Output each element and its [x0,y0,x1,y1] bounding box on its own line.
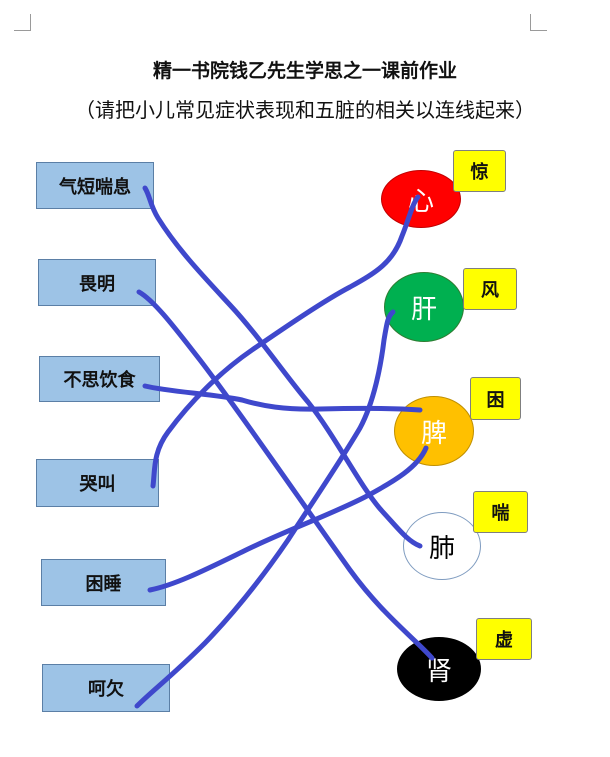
symptom-box-yawning[interactable]: 呵欠 [42,664,170,712]
page-corner-mark-right [530,14,547,31]
organ-label: 肾 [425,656,452,687]
symptom-box-shortness-of-breath[interactable]: 气短喘息 [36,162,154,209]
organ-circle-heart[interactable]: 心 [381,170,461,228]
organ-tag-spleen: 困 [470,377,521,420]
organ-tag-liver: 风 [463,268,517,310]
symptom-label: 不思饮食 [63,370,136,391]
organ-circle-kidney[interactable]: 肾 [397,637,481,701]
tag-label: 困 [486,389,505,411]
symptom-label: 呵欠 [88,679,124,700]
tag-label: 虚 [495,630,513,651]
tag-label: 风 [481,280,499,301]
page-title: 精一书院钱乙先生学思之一课前作业 [152,60,457,82]
symptom-label: 气短喘息 [59,176,131,198]
organ-label: 肝 [410,294,437,325]
line-no-appetite-to-spleen [142,383,423,413]
tag-label: 惊 [470,162,489,183]
symptom-box-no-appetite[interactable]: 不思饮食 [39,356,160,402]
line-sleepy-to-spleen [147,445,429,593]
tag-label: 喘 [491,503,510,524]
page-corner-mark-left [14,14,31,31]
organ-tag-heart: 惊 [453,150,506,192]
instruction-text: （请把小儿常见症状表现和五脏的相关以连线起来） [75,98,535,122]
line-yawning-to-liver [134,309,396,709]
organ-tag-kidney: 虚 [476,618,532,660]
symptom-label: 畏明 [79,273,115,295]
organ-tag-lung: 喘 [473,491,528,533]
organ-label: 脾 [420,418,447,449]
symptom-box-crying[interactable]: 哭叫 [36,459,159,507]
line-shortness-of-breath-to-lung [142,185,423,549]
symptom-label: 哭叫 [79,474,116,495]
symptom-box-photophobia[interactable]: 畏明 [38,259,156,306]
line-crying-to-heart [150,194,421,489]
symptom-label: 困睡 [85,573,122,595]
organ-circle-liver[interactable]: 肝 [384,272,464,342]
organ-label: 肺 [428,533,455,564]
symptom-box-sleepy[interactable]: 困睡 [41,559,166,606]
line-photophobia-to-kidney [136,289,435,661]
